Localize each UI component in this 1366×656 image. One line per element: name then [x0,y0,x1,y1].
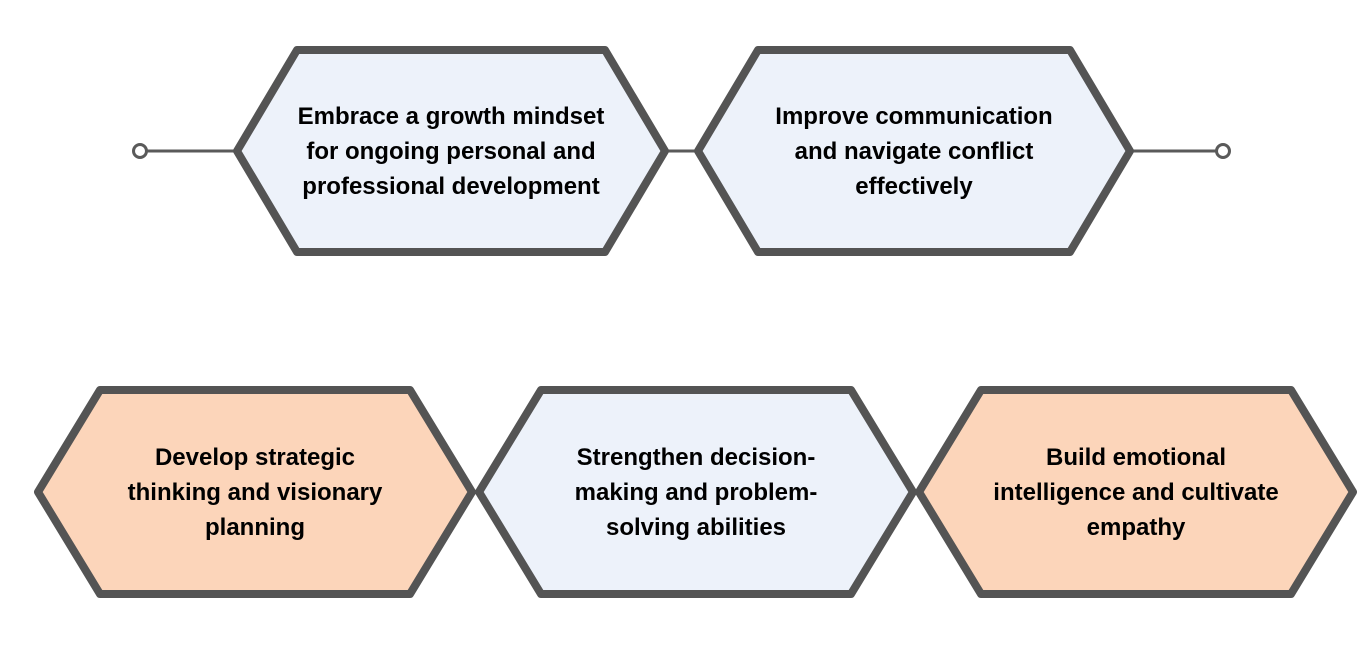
terminal-circle-right [1215,143,1231,159]
hexagon-growth-mindset [233,46,669,256]
hexagon-decision-making [475,386,917,598]
hexagon-strategic-thinking [34,386,476,598]
hexagon-communication [694,46,1134,256]
hexagon-emotional-intelligence [915,386,1357,598]
terminal-circle-left [132,143,148,159]
